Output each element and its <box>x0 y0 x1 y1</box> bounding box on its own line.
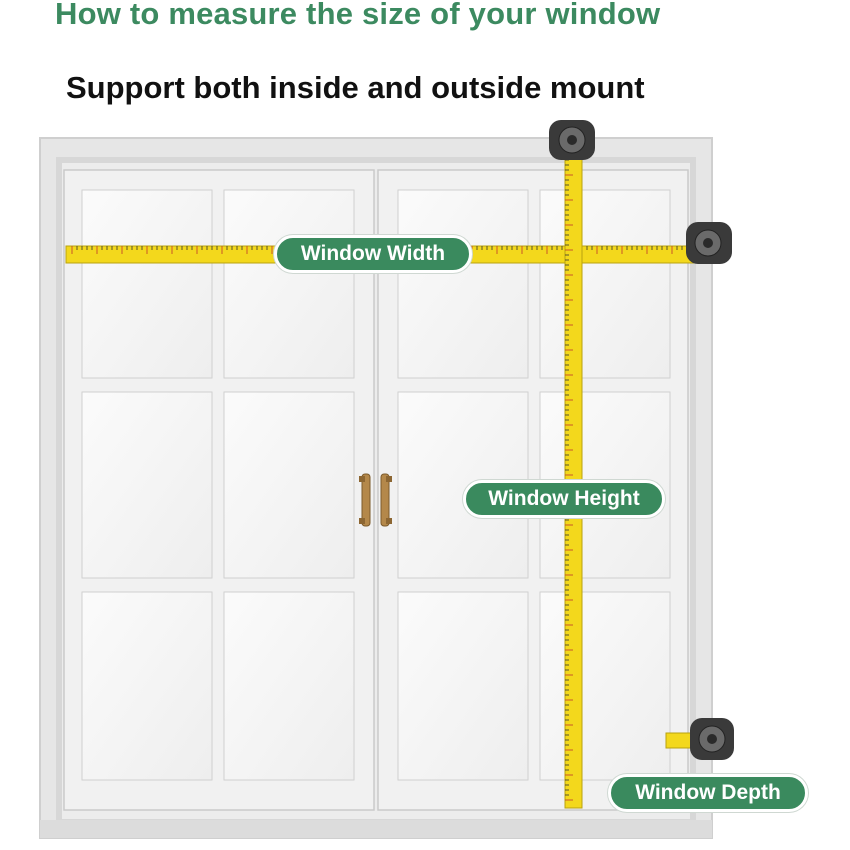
height-tape <box>564 139 583 809</box>
page-title: How to measure the size of your window <box>55 0 661 31</box>
tape-measure-icon <box>690 718 734 760</box>
tape-measure-icon <box>549 120 595 160</box>
window-depth-label: Window Depth <box>608 774 808 812</box>
window-width-label: Window Width <box>274 235 472 273</box>
tape-measure-icon <box>686 222 732 264</box>
left-sash <box>63 169 375 811</box>
page-subtitle: Support both inside and outside mount <box>66 70 645 105</box>
window-height-label: Window Height <box>463 480 665 518</box>
door-handle-icon <box>359 473 392 527</box>
